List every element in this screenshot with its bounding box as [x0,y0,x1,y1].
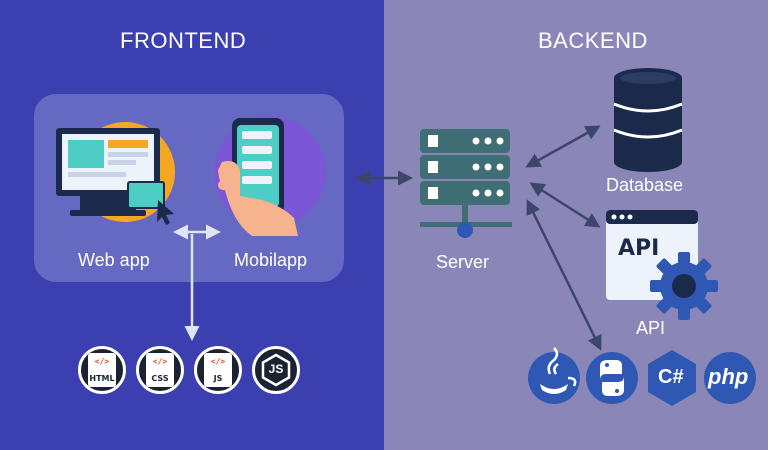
csharp-badge-text: C# [658,366,684,388]
frontend-heading: FRONTEND [120,28,247,53]
database-icon [613,68,683,172]
web-app-icon [56,122,175,225]
nodejs-badge-label: JS [268,362,284,376]
database-label: Database [606,175,684,195]
api-window-text: API [618,236,660,261]
python-badge-icon [586,352,638,404]
java-badge-icon [528,347,580,404]
mobile-app-icon [214,116,326,236]
server-icon [420,129,512,238]
csharp-badge-icon [648,350,696,406]
html-badge-icon: </> HTML [78,346,126,394]
css-badge-label: CSS [151,374,169,383]
gear-icon [650,252,718,320]
php-badge-text: php [708,364,749,389]
js-badge-icon: </> JS [194,346,242,394]
server-languages-arrow [526,199,602,351]
mobile-app-label: Mobilapp [234,250,308,270]
server-api-arrow [529,182,601,228]
backend-heading: BACKEND [538,28,648,53]
server-database-arrow [525,125,601,168]
server-label: Server [436,252,490,272]
css-badge-icon: </> CSS [136,346,184,394]
web-app-label: Web app [78,250,150,270]
api-label: API [636,318,666,338]
nodejs-badge-icon: JS [252,346,300,394]
html-badge-label: HTML [89,374,115,383]
php-badge-icon [704,352,756,404]
js-badge-label: JS [213,374,223,383]
